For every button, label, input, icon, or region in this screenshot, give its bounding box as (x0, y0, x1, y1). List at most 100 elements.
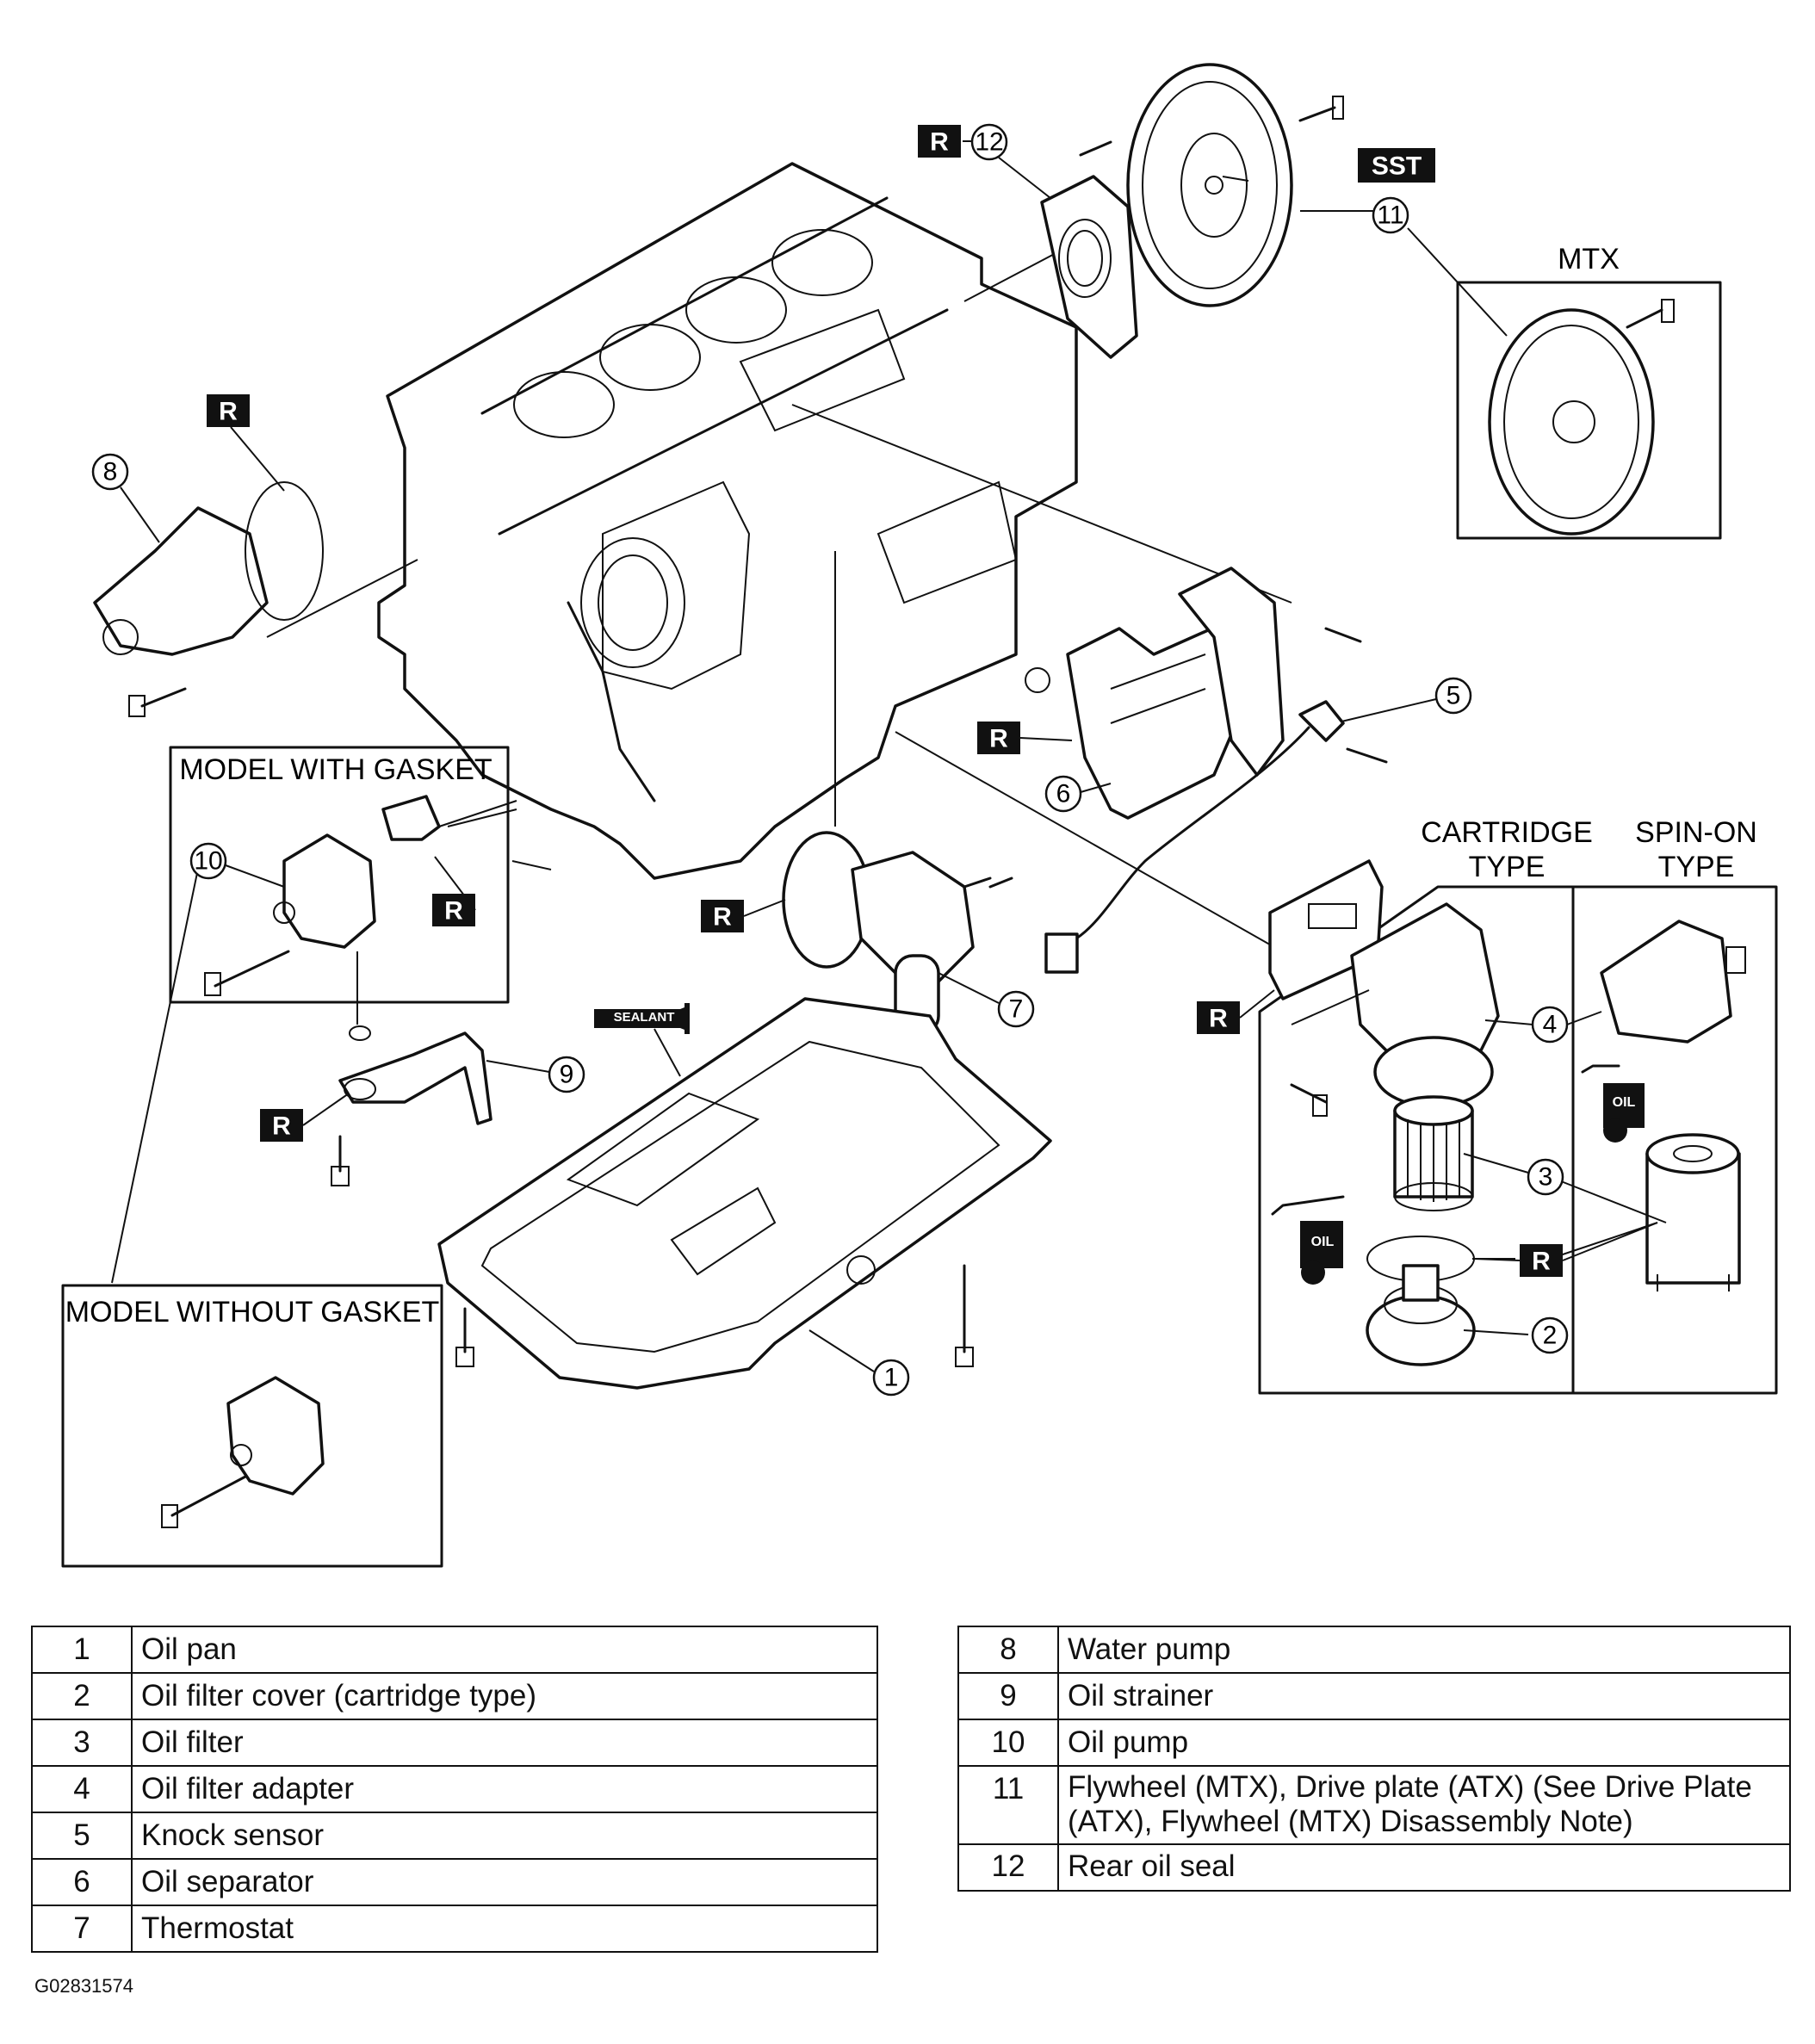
oil-badge-text: OIL (1311, 1235, 1335, 1249)
leader-7 (938, 972, 1000, 1004)
flywheel-leader (1300, 210, 1508, 337)
leader-6 (1080, 783, 1112, 793)
rear-oil-seal (1040, 140, 1138, 359)
leader-9 (486, 1060, 550, 1073)
filter-leaders (1291, 989, 1667, 1335)
svg-text:9: 9 (560, 1061, 574, 1089)
leader-5 (1341, 698, 1437, 722)
exploded-engine-diagram: MTX MODEL WITH GASKET (61, 63, 1778, 1568)
cartridge-type-label-line2: TYPE (1469, 851, 1546, 883)
mtx-inset: MTX (1456, 243, 1722, 540)
callout-4: 4 (1531, 1006, 1569, 1044)
assembly-lines (266, 214, 1292, 948)
svg-text:11: 11 (1377, 201, 1403, 230)
model-without-gasket-box: MODEL WITHOUT GASKET (61, 1284, 443, 1568)
flywheel (1126, 63, 1344, 307)
svg-text:R: R (930, 128, 949, 157)
svg-text:1: 1 (884, 1364, 899, 1392)
reuse-leaders (230, 140, 1658, 1261)
model-with-gasket-label: MODEL WITH GASKET (179, 753, 492, 786)
callout-5: 5 (1434, 677, 1472, 715)
svg-text:R: R (272, 1112, 291, 1141)
svg-text:12: 12 (975, 128, 1003, 157)
callout-10: 10 (189, 842, 227, 880)
leader-10 (225, 864, 285, 888)
spin-on-type-label-line2: TYPE (1658, 851, 1735, 883)
reuse-badge: R (1520, 1244, 1563, 1277)
reuse-badge: R (207, 394, 250, 427)
oil-filter-types-box: CARTRIDGE TYPE SPIN-ON TYPE (1258, 816, 1778, 1395)
callout-12: 12 (970, 123, 1008, 161)
svg-text:3: 3 (1539, 1163, 1553, 1192)
spin-on-type-label-line1: SPIN-ON (1635, 816, 1757, 849)
water-pump (93, 481, 324, 717)
callout-9: 9 (548, 1056, 585, 1093)
sealant-badge-text: SEALANT (614, 1010, 675, 1025)
leader-1 (808, 1329, 875, 1372)
oil-badge-text: OIL (1613, 1095, 1636, 1110)
callout-1: 1 (872, 1359, 910, 1397)
callout-2: 2 (1531, 1316, 1569, 1354)
model-without-gasket-label: MODEL WITHOUT GASKET (65, 1296, 439, 1329)
spin-on-adapter (1600, 920, 1746, 1044)
cartridge-oil-filter (1393, 1095, 1474, 1211)
knock-sensor (1044, 700, 1388, 974)
callout-7: 7 (997, 990, 1035, 1028)
reuse-badge: R (977, 722, 1020, 754)
svg-text:R: R (989, 725, 1008, 753)
reuse-badge: R (1197, 1001, 1240, 1034)
svg-text:10: 10 (194, 847, 222, 876)
leader-12 (998, 157, 1051, 199)
oil-pan (437, 997, 1052, 1390)
svg-text:2: 2 (1543, 1322, 1558, 1350)
oil-can-icon: OIL (1581, 1064, 1645, 1143)
svg-text:R: R (1532, 1248, 1551, 1276)
oil-strainer (331, 1025, 492, 1186)
reuse-badge: R (432, 894, 475, 926)
svg-text:5: 5 (1446, 682, 1461, 710)
pump-leader (111, 847, 203, 1284)
sealant-tube-icon: SEALANT (594, 1003, 690, 1034)
svg-text:R: R (444, 897, 463, 926)
callout-6: 6 (1044, 775, 1082, 813)
model-with-gasket-box: MODEL WITH GASKET (169, 746, 510, 1004)
callout-3: 3 (1527, 1158, 1564, 1196)
svg-text:R: R (219, 398, 238, 426)
cartridge-oring-and-cover (1366, 1236, 1476, 1366)
special-tool-badge: SST (1358, 148, 1435, 183)
callout-11: 11 (1372, 196, 1409, 234)
svg-text:R: R (1209, 1005, 1228, 1033)
svg-text:SST: SST (1372, 152, 1422, 181)
reuse-badge: R (260, 1109, 303, 1142)
svg-text:4: 4 (1543, 1011, 1558, 1039)
svg-text:8: 8 (103, 458, 118, 486)
reuse-badge: R (918, 125, 961, 158)
cylinder-block (377, 162, 1078, 880)
oil-separator (1066, 567, 1362, 820)
svg-text:6: 6 (1056, 780, 1071, 808)
gasket-leader (438, 800, 552, 870)
svg-text:R: R (713, 903, 732, 932)
spin-on-filter (1645, 1133, 1741, 1291)
leader-8 (120, 486, 160, 543)
oil-can-icon: OIL (1271, 1195, 1345, 1285)
cartridge-filter-adapter (1290, 902, 1500, 1117)
mtx-label: MTX (1558, 243, 1620, 276)
cartridge-type-label-line1: CARTRIDGE (1421, 816, 1593, 849)
svg-text:7: 7 (1009, 995, 1024, 1024)
reuse-badge: R (701, 900, 744, 932)
